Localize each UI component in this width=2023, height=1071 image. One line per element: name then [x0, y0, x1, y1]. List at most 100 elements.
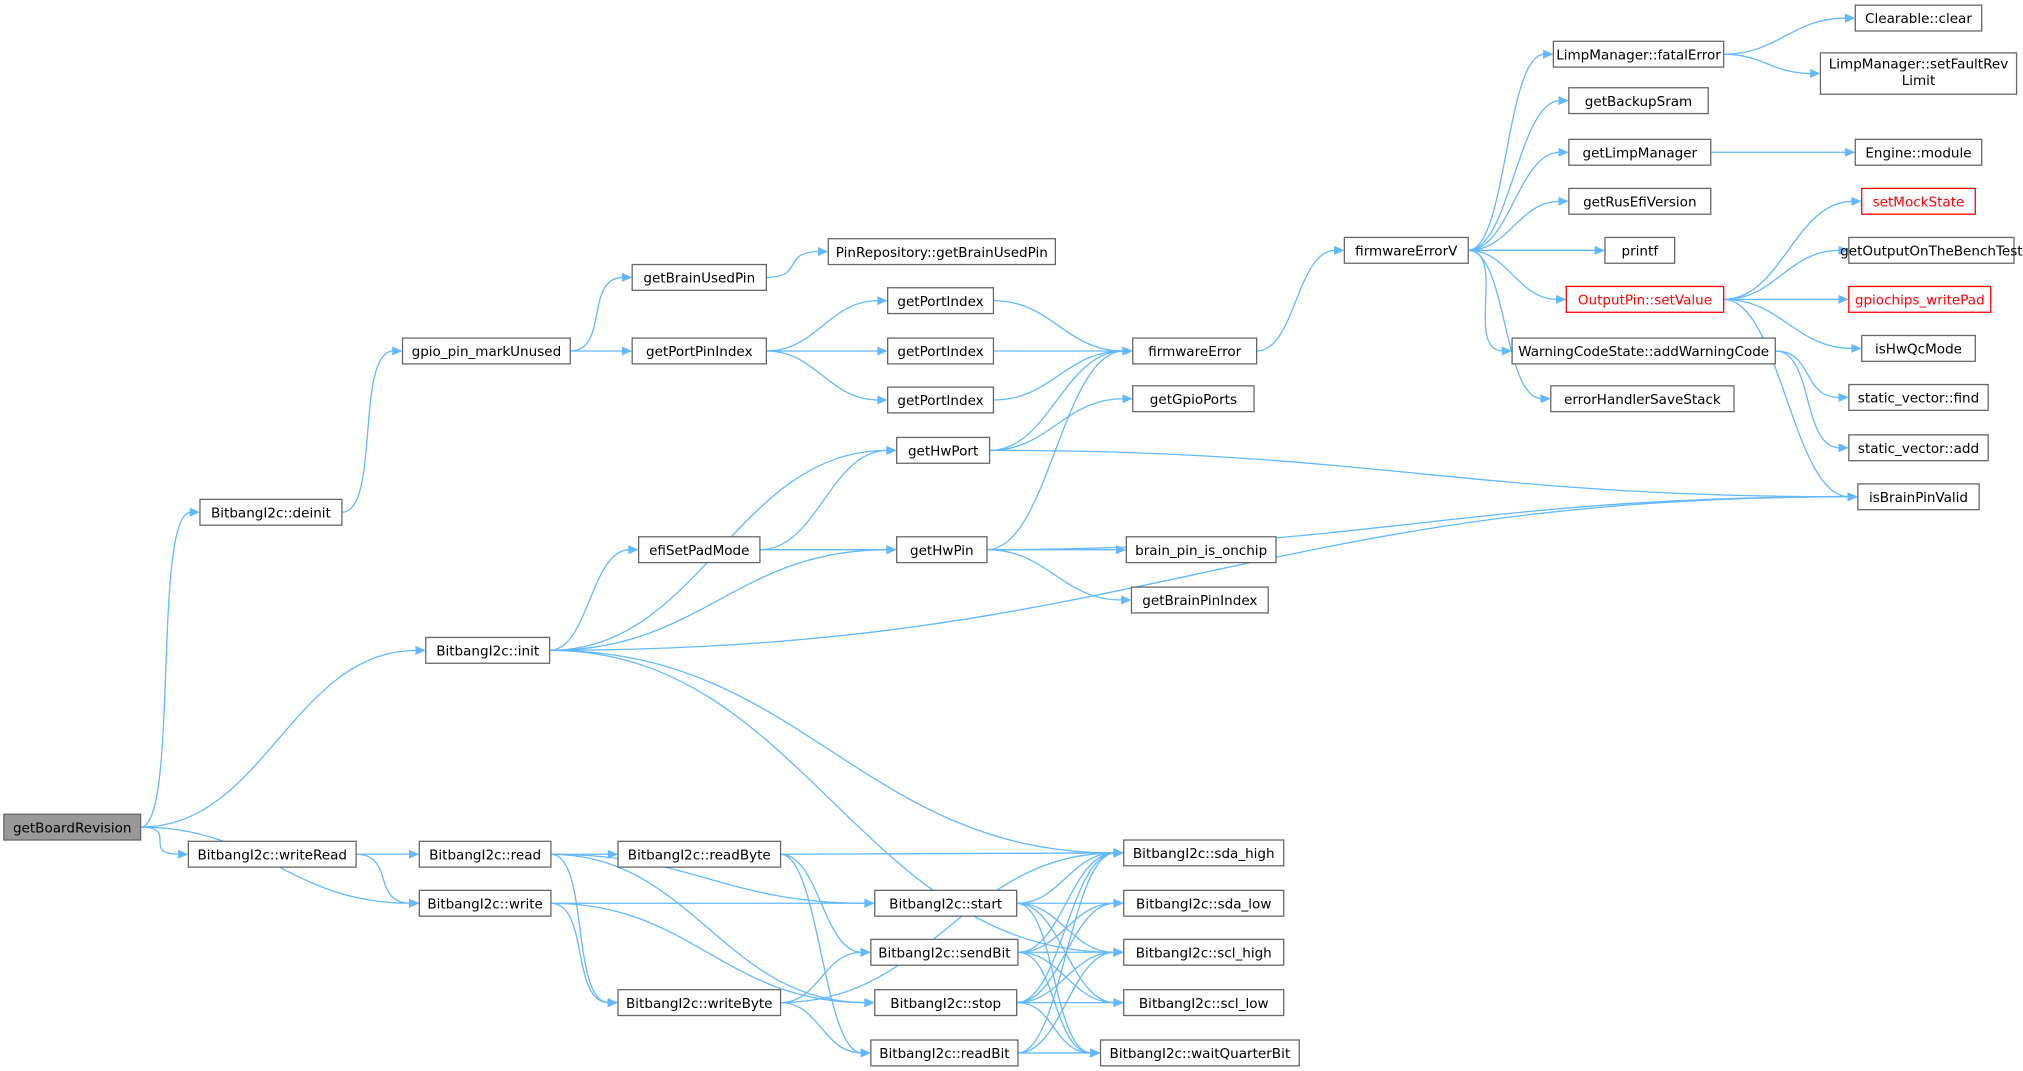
node-box — [1132, 337, 1258, 365]
call-edge — [989, 398, 1124, 451]
node-fatalerror[interactable]: LimpManager::fatalError — [1552, 40, 1725, 68]
node-efisetpadmode[interactable]: efiSetPadMode — [637, 536, 761, 564]
node-setmockstate[interactable]: setMockState — [1861, 187, 1976, 215]
call-edge — [780, 853, 862, 1054]
node-firmwareerrorv[interactable]: firmwareErrorV — [1343, 236, 1469, 264]
call-edge — [1017, 852, 1115, 953]
node-readbit[interactable]: BitbangI2c::readBit — [870, 1039, 1019, 1067]
node-label: BitbangI2c::stop — [890, 996, 1001, 1012]
node-start[interactable]: BitbangI2c::start — [874, 889, 1018, 917]
call-edge — [1016, 852, 1115, 904]
node-getportindex-2[interactable]: getPortIndex — [886, 337, 995, 365]
node-gethwpin[interactable]: getHwPin — [896, 536, 988, 564]
node-setvalue[interactable]: OutputPin::setValue — [1565, 285, 1725, 313]
node-static-vector-add[interactable]: static_vector::add — [1848, 434, 1989, 462]
node-getportindex-3[interactable]: getPortIndex — [886, 386, 995, 414]
node-getlimpmanager[interactable]: getLimpManager — [1568, 138, 1712, 166]
arrowhead — [1847, 492, 1858, 502]
call-edge — [140, 649, 417, 828]
node-box — [1099, 1039, 1300, 1067]
arrowhead — [864, 898, 875, 908]
node-readbyte[interactable]: BitbangI2c::readByte — [617, 840, 782, 868]
node-sda-high[interactable]: BitbangI2c::sda_high — [1123, 839, 1285, 867]
call-edge — [1723, 298, 1849, 498]
node-box — [1857, 483, 1980, 511]
call-edge — [1723, 17, 1847, 55]
arrowhead — [178, 849, 189, 859]
call-edge — [140, 826, 180, 855]
node-label: BitbangI2c::waitQuarterBit — [1110, 1046, 1291, 1062]
node-label: gpio_pin_markUnused — [412, 344, 562, 360]
arrowhead — [1838, 245, 1849, 255]
node-gethwport[interactable]: getHwPort — [896, 436, 991, 464]
node-isbrainpinvalid[interactable]: isBrainPinValid — [1857, 483, 1980, 511]
node-errorhandlersavestack[interactable]: errorHandlerSaveStack — [1550, 385, 1735, 413]
arrowhead — [886, 445, 897, 455]
node-addwarningcode[interactable]: WarningCodeState::addWarningCode — [1511, 337, 1776, 365]
node-getgpioports[interactable]: getGpioPorts — [1132, 385, 1255, 413]
node-box — [886, 386, 995, 414]
node-write[interactable]: BitbangI2c::write — [418, 889, 552, 917]
node-getbrainpinindex[interactable]: getBrainPinIndex — [1130, 586, 1269, 614]
node-label: BitbangI2c::writeByte — [626, 996, 772, 1012]
node-sendbit[interactable]: BitbangI2c::sendBit — [870, 938, 1019, 966]
node-firmwareerror[interactable]: firmwareError — [1132, 337, 1258, 365]
node-label: getGpioPorts — [1150, 392, 1237, 408]
arrowhead — [392, 346, 403, 356]
node-init[interactable]: BitbangI2c::init — [425, 636, 551, 664]
node-brain-pin-is-onchip[interactable]: brain_pin_is_onchip — [1125, 536, 1277, 564]
arrowhead — [877, 346, 888, 356]
node-writeread[interactable]: BitbangI2c::writeRead — [187, 840, 357, 868]
node-label: static_vector::find — [1858, 391, 1979, 407]
node-label: getBackupSram — [1585, 94, 1692, 110]
node-stop[interactable]: BitbangI2c::stop — [874, 989, 1018, 1017]
node-box — [418, 840, 552, 868]
node-gpiochips-writepad[interactable]: gpiochips_writePad — [1848, 285, 1992, 313]
node-static-vector-find[interactable]: static_vector::find — [1848, 383, 1989, 411]
call-edge — [549, 549, 888, 651]
node-sda-low[interactable]: BitbangI2c::sda_low — [1123, 889, 1285, 917]
call-edge — [570, 276, 624, 352]
node-getportindex-1[interactable]: getPortIndex — [886, 287, 995, 315]
node-ishwqcmode[interactable]: isHwQcMode — [1861, 334, 1976, 362]
node-label: LimpManager::setFaultRev — [1829, 56, 2009, 72]
node-box — [874, 889, 1018, 917]
node-box — [617, 840, 782, 868]
arrowhead — [189, 507, 200, 517]
node-scl-high[interactable]: BitbangI2c::scl_high — [1123, 938, 1285, 966]
node-label: BitbangI2c::read — [429, 847, 541, 863]
arrowhead — [1844, 147, 1856, 157]
node-box — [1132, 385, 1255, 413]
node-label: getBoardRevision — [13, 820, 132, 836]
node-pinrepository-getbrainusedpin[interactable]: PinRepository::getBrainUsedPin — [827, 238, 1057, 266]
node-gpio-pin-markunused[interactable]: gpio_pin_markUnused — [401, 337, 571, 365]
node-getportpinindex[interactable]: getPortPinIndex — [631, 337, 768, 365]
node-scl-low[interactable]: BitbangI2c::scl_low — [1123, 989, 1285, 1017]
node-label: BitbangI2c::write — [427, 896, 543, 912]
node-getboardrevision[interactable]: getBoardRevision — [3, 813, 142, 841]
node-waitquarterbit[interactable]: BitbangI2c::waitQuarterBit — [1099, 1039, 1300, 1067]
node-getoutputonthebenchtest[interactable]: getOutputOnTheBenchTest — [1840, 236, 2023, 264]
node-box — [1568, 87, 1709, 115]
node-box — [617, 989, 782, 1017]
node-writebyte[interactable]: BitbangI2c::writeByte — [617, 989, 782, 1017]
node-deinit[interactable]: BitbangI2c::deinit — [199, 498, 343, 526]
node-getbrainusedpin[interactable]: getBrainUsedPin — [631, 263, 768, 291]
node-engine-module[interactable]: Engine::module — [1854, 138, 1983, 166]
node-box — [886, 287, 995, 315]
call-edge — [550, 853, 866, 1004]
node-label: BitbangI2c::writeRead — [197, 847, 347, 863]
node-box — [1123, 839, 1285, 867]
node-clear[interactable]: Clearable::clear — [1854, 4, 1983, 32]
node-getbackupsram[interactable]: getBackupSram — [1568, 87, 1709, 115]
node-printf[interactable]: printf — [1604, 236, 1676, 264]
node-box — [896, 436, 991, 464]
arrowhead — [886, 545, 897, 555]
node-read[interactable]: BitbangI2c::read — [418, 840, 552, 868]
node-box — [187, 840, 357, 868]
node-getrusefiversion[interactable]: getRusEfiVersion — [1568, 187, 1712, 215]
call-edge — [1775, 350, 1840, 449]
node-label: getHwPin — [910, 543, 974, 559]
call-edge — [1468, 200, 1560, 251]
